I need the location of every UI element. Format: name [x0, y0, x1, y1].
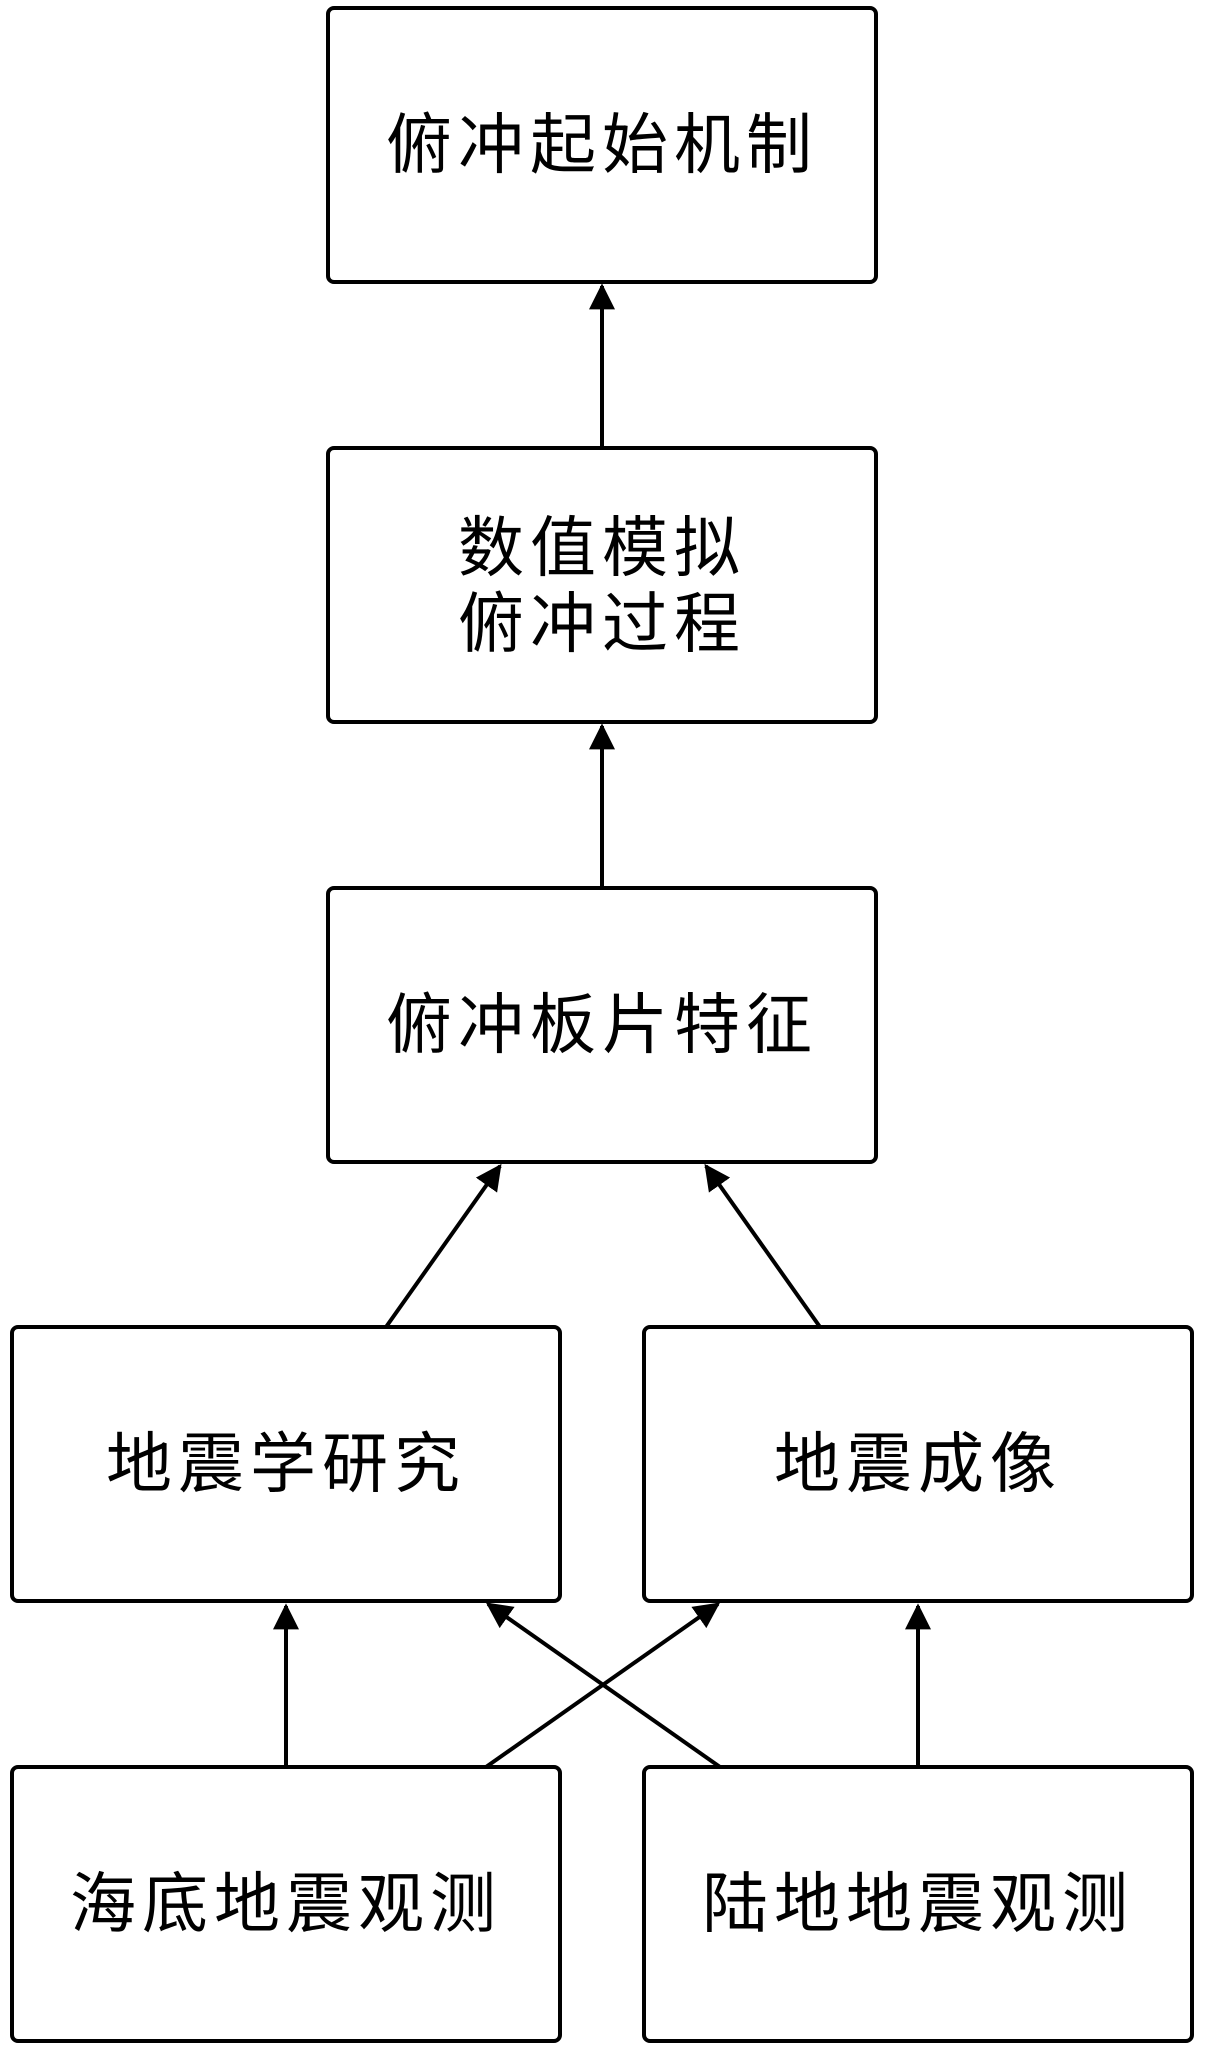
node-box [326, 6, 878, 284]
node-label-line-1: 数值模拟 [458, 510, 746, 587]
node-seismic-imaging: 地震成像 [642, 1325, 1194, 1603]
node-label: 地震学研究 [106, 1426, 466, 1503]
arrow-seismology-to-slab-features [384, 1163, 502, 1329]
node-ocean-bottom-observation: 海底地震观测 [10, 1765, 562, 2043]
node-box [642, 1765, 1194, 2043]
node-label: 海底地震观测 [70, 1866, 502, 1943]
node-label: 俯冲板片特征 [386, 987, 818, 1064]
node-slab-features: 俯冲板片特征 [326, 886, 878, 1164]
node-land-observation: 陆地地震观测 [642, 1765, 1194, 2043]
node-box [326, 446, 878, 724]
arrow-land-obs-to-seismology [485, 1602, 722, 1769]
node-label: 俯冲起始机制 [386, 107, 818, 184]
node-subduction-mechanism: 俯冲起始机制 [326, 6, 878, 284]
node-seismology-research: 地震学研究 [10, 1325, 562, 1603]
node-label: 地震成像 [774, 1426, 1062, 1503]
node-box [326, 886, 878, 1164]
node-numerical-simulation: 数值模拟 俯冲过程 [326, 446, 878, 724]
node-box [10, 1325, 562, 1603]
node-label-line-2: 俯冲过程 [458, 586, 746, 663]
arrow-imaging-to-slab-features [704, 1163, 822, 1329]
node-label: 陆地地震观测 [702, 1866, 1134, 1943]
edges [273, 283, 931, 1769]
node-box [642, 1325, 1194, 1603]
node-box [10, 1765, 562, 2043]
